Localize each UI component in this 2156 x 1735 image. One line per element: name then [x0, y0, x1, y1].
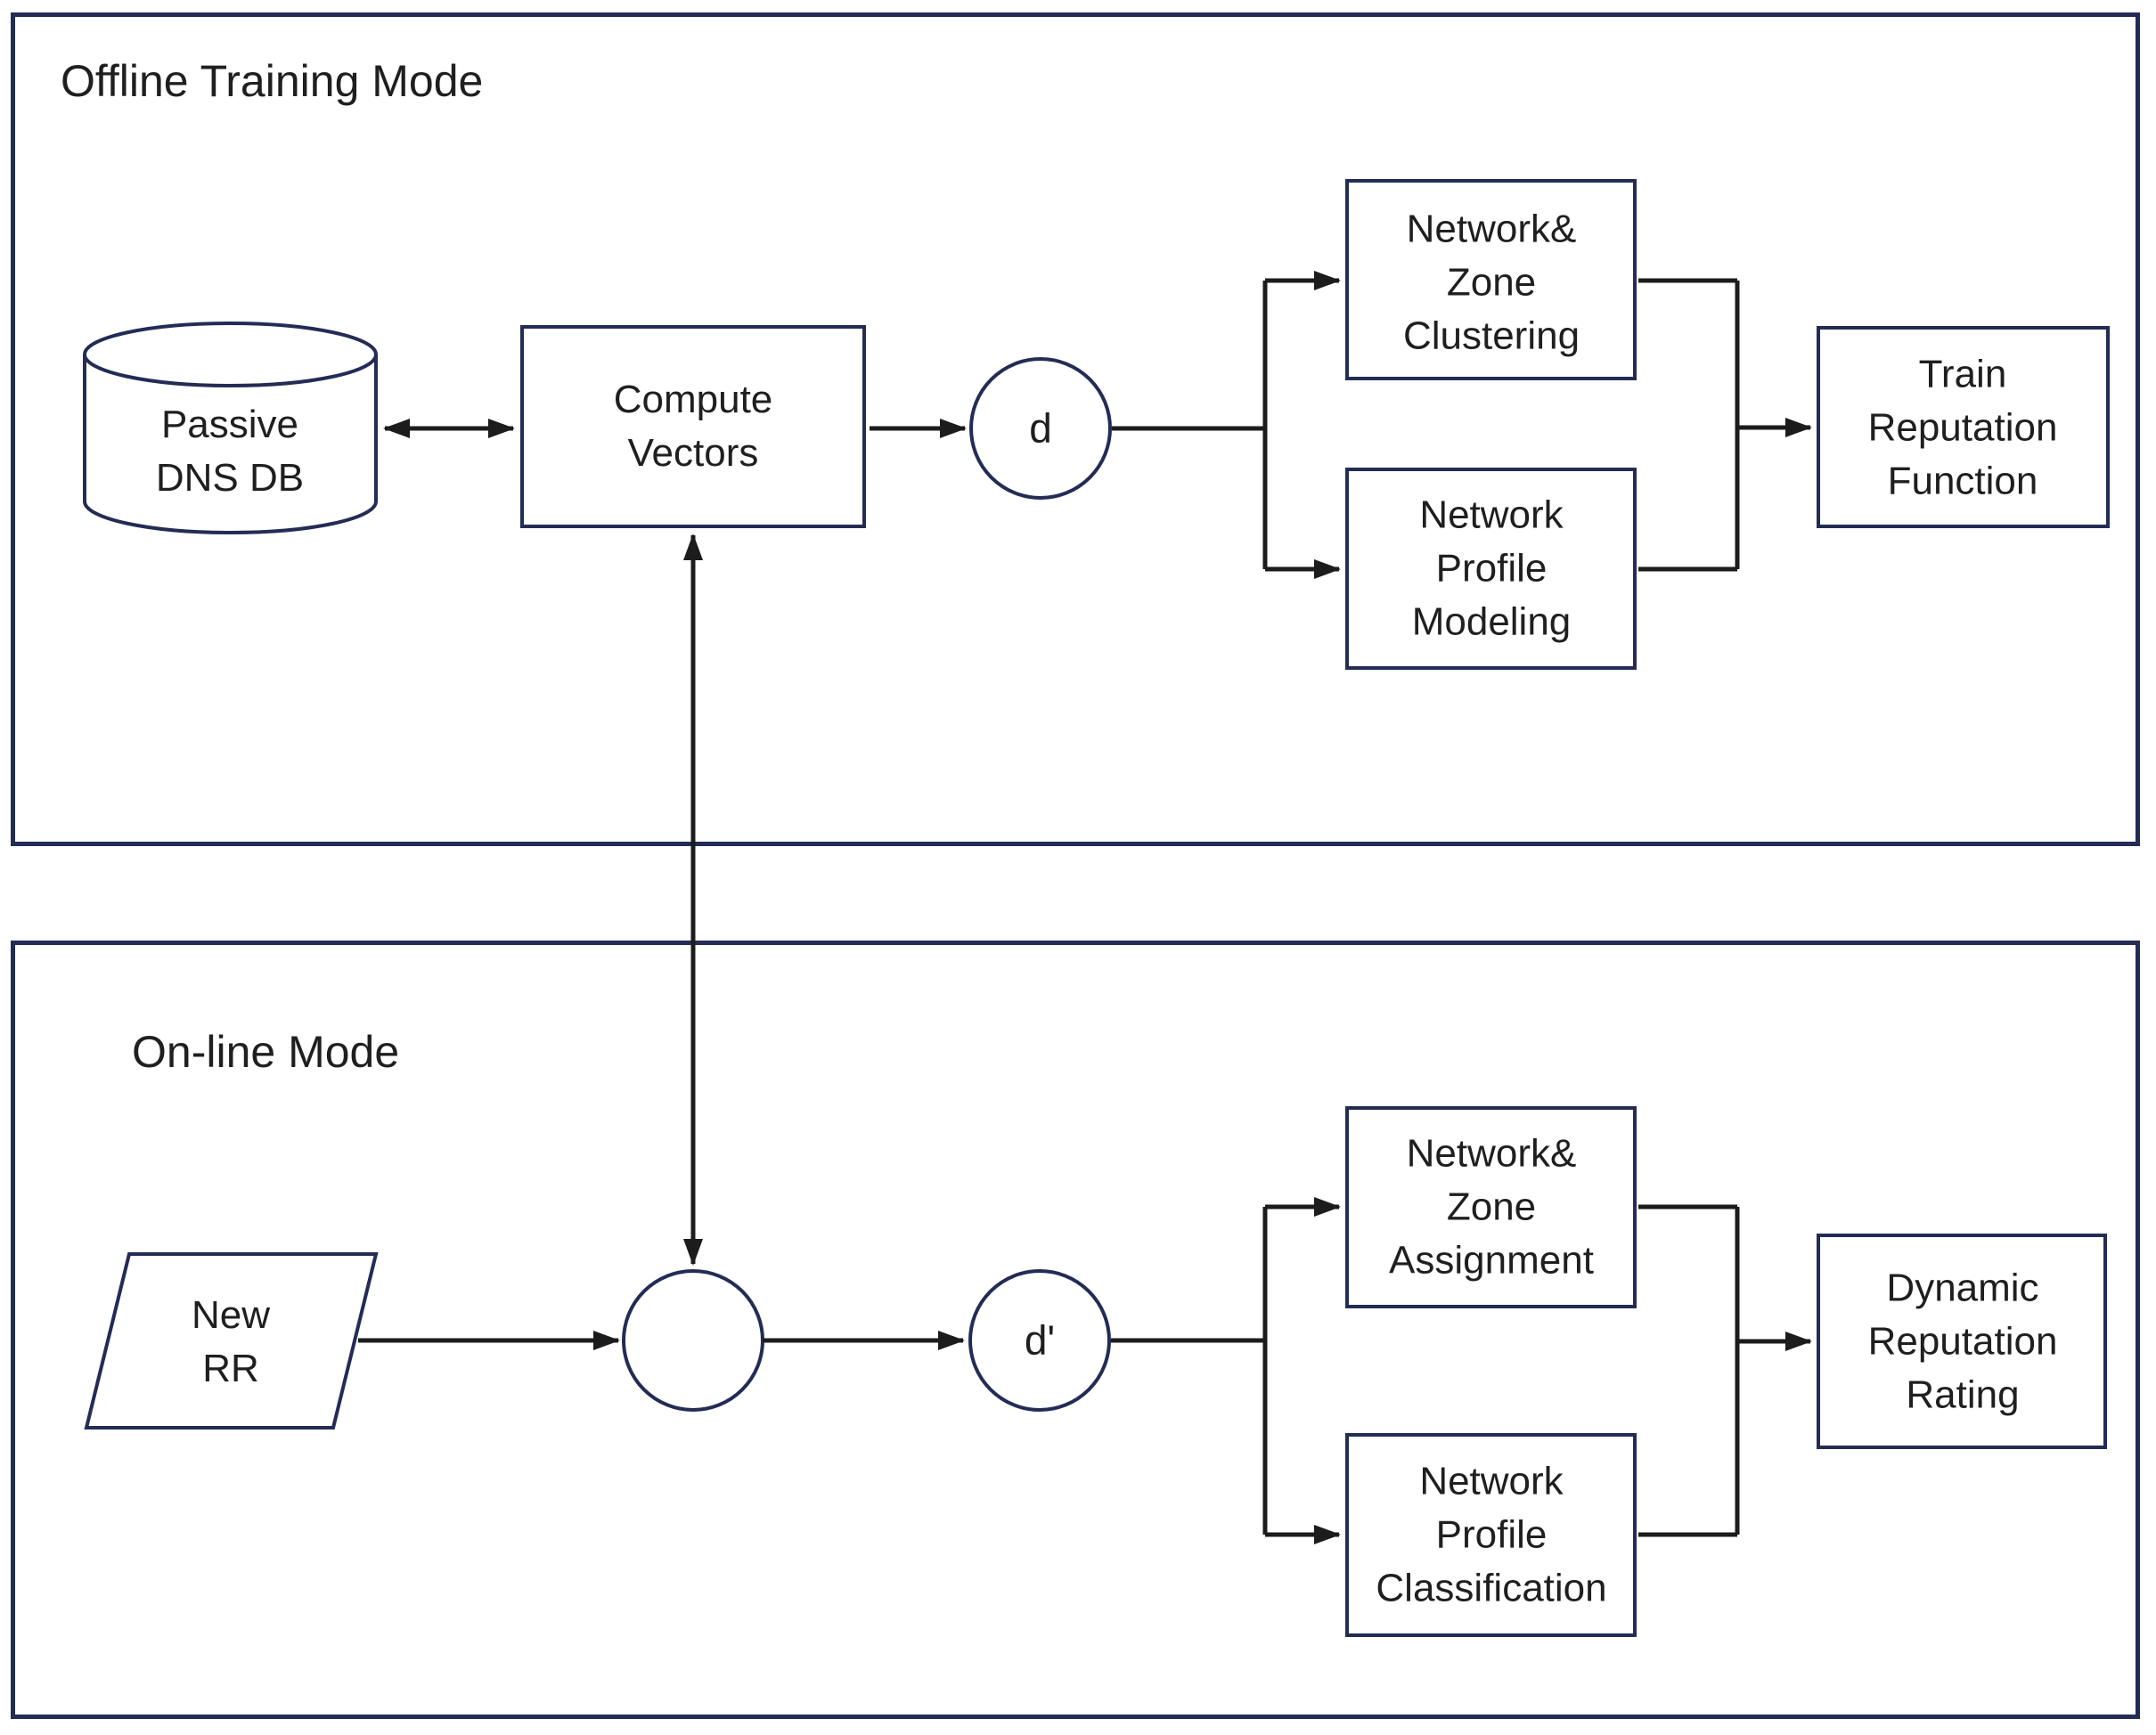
network-zone-assignment-label: Network& Zone Assignment [1389, 1131, 1594, 1282]
train-reputation-function-box [1817, 326, 2110, 528]
network-zone-assignment-box [1345, 1106, 1637, 1308]
online-mode-frame [11, 941, 2140, 1719]
network-zone-clustering-label: Network& Zone Clustering [1402, 207, 1580, 357]
compute-vectors-label: Compute Vectors [613, 378, 773, 475]
network-profile-modeling-box [1345, 468, 1637, 670]
compute-vectors-box [520, 325, 866, 528]
offline-training-mode-frame [11, 12, 2140, 846]
network-profile-modeling-label: Network Profile Modeling [1411, 493, 1572, 643]
dynamic-reputation-rating-label: Dynamic Reputation Rating [1867, 1266, 2058, 1416]
online-section-title: On-line Mode [132, 1027, 400, 1077]
passive-dns-db-label: Passive DNS DB [155, 403, 305, 500]
dynamic-reputation-rating-box [1817, 1234, 2107, 1449]
network-zone-clustering-box [1345, 179, 1637, 380]
d-circle-label: d [1029, 404, 1052, 452]
train-reputation-function-label: Train Reputation Function [1867, 352, 2058, 502]
network-profile-classification-box [1345, 1433, 1637, 1637]
offline-section-title: Offline Training Mode [61, 56, 484, 106]
network-profile-classification-label: Network Profile Classification [1376, 1459, 1607, 1609]
d-prime-circle-label: d' [1024, 1316, 1056, 1364]
new-rr-label: New RR [191, 1293, 271, 1390]
